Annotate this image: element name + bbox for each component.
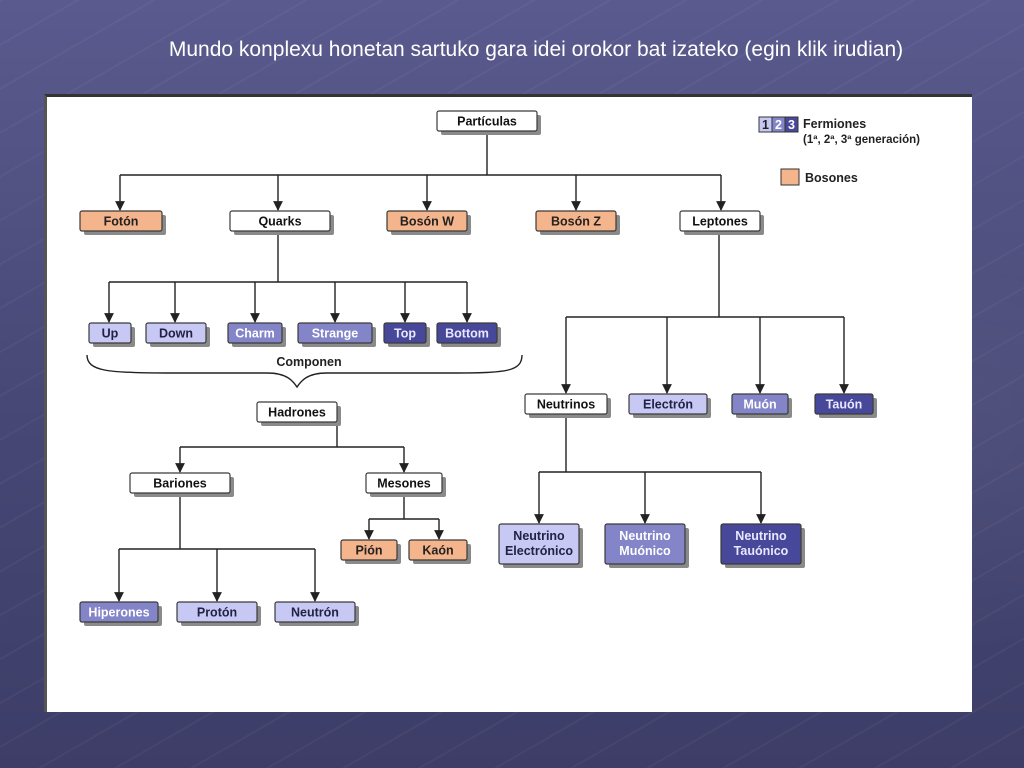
node-label: Charm: [235, 327, 275, 341]
node-label: Hadrones: [268, 406, 326, 420]
node-down: Down: [145, 322, 210, 347]
node-label: Mesones: [377, 477, 431, 491]
node-box: [365, 472, 443, 494]
node-label-line1: Neutrino: [619, 529, 671, 543]
node-label: Strange: [312, 327, 359, 341]
legend-gen3-number: 3: [788, 118, 795, 132]
node-leptones: Leptones: [679, 210, 764, 235]
node-bariones: Bariones: [129, 472, 234, 497]
node-label: Muón: [743, 398, 776, 412]
node-label-line1: Neutrino: [513, 529, 565, 543]
particle-classification-diagram: 1 2 3 Fermiones (1ª, 2ª, 3ª generación) …: [79, 110, 920, 626]
node-box: [383, 322, 427, 344]
node-foton: Fotón: [79, 210, 166, 235]
node-label: Electrón: [643, 398, 693, 412]
node-muon: Muón: [731, 393, 792, 418]
node-proton: Protón: [176, 601, 261, 626]
connectors: [86, 131, 849, 602]
diagram-image[interactable]: 1 2 3 Fermiones (1ª, 2ª, 3ª generación) …: [44, 94, 972, 712]
node-label: Protón: [197, 606, 237, 620]
node-pion: Pión: [340, 539, 401, 564]
node-particulas: Partículas: [436, 110, 541, 135]
node-boson-z: Bosón Z: [535, 210, 620, 235]
componen-label: Componen: [276, 355, 341, 369]
node-kaon: Kaón: [408, 539, 471, 564]
legend-fermions-label: Fermiones: [803, 117, 866, 131]
node-box: [604, 523, 686, 565]
node-label: Neutrón: [291, 606, 339, 620]
node-label: Kaón: [422, 544, 453, 558]
node-box: [436, 110, 538, 132]
node-strange: Strange: [297, 322, 376, 347]
legend-boson-swatch: [780, 168, 800, 186]
node-box: [297, 322, 373, 344]
slide-title: Mundo konplexu honetan sartuko gara idei…: [168, 38, 904, 61]
node-box: [176, 601, 258, 623]
node-box: [340, 539, 398, 561]
node-label-line1: Neutrino: [735, 529, 787, 543]
node-label: Top: [394, 327, 416, 341]
node-up: Up: [88, 322, 135, 347]
node-box: [229, 210, 331, 232]
node-bottom: Bottom: [436, 322, 501, 347]
node-box: [129, 472, 231, 494]
node-box: [524, 393, 608, 415]
node-label-line2: Tauónico: [734, 544, 789, 558]
node-label: Bariones: [153, 477, 207, 491]
node-box: [386, 210, 468, 232]
node-label: Leptones: [692, 215, 748, 229]
legend: 1 2 3 Fermiones (1ª, 2ª, 3ª generación) …: [758, 116, 920, 186]
node-box: [628, 393, 708, 415]
node-tauon: Tauón: [814, 393, 877, 418]
legend-gen1-number: 1: [762, 118, 769, 132]
node-label: Up: [102, 327, 119, 341]
node-label-line2: Muónico: [619, 544, 671, 558]
legend-gen3-swatch: [784, 116, 799, 133]
node-label: Neutrinos: [537, 398, 595, 412]
node-box: [436, 322, 498, 344]
node-label: Hiperones: [88, 606, 149, 620]
node-box: [814, 393, 874, 415]
node-label: Tauón: [826, 398, 863, 412]
node-label: Bottom: [445, 327, 489, 341]
legend-gen2-number: 2: [775, 118, 782, 132]
node-label: Bosón Z: [551, 215, 601, 229]
legend-bosons-label: Bosones: [805, 171, 858, 185]
node-label: Quarks: [258, 215, 301, 229]
node-mesones: Mesones: [365, 472, 446, 497]
node-box: [731, 393, 789, 415]
node-label: Bosón W: [400, 215, 454, 229]
node-boson-w: Bosón W: [386, 210, 471, 235]
node-label: Pión: [355, 544, 382, 558]
node-neutron: Neutrón: [274, 601, 359, 626]
node-charm: Charm: [227, 322, 286, 347]
node-box: [274, 601, 356, 623]
node-label: Down: [159, 327, 193, 341]
node-box: [720, 523, 802, 565]
node-neutrinos: Neutrinos: [524, 393, 611, 418]
node-quarks: Quarks: [229, 210, 334, 235]
node-box: [498, 523, 580, 565]
node-hiperones: Hiperones: [79, 601, 162, 626]
node-label-line2: Electrónico: [505, 544, 573, 558]
node-box: [535, 210, 617, 232]
node-electron: Electrón: [628, 393, 711, 418]
node-box: [227, 322, 283, 344]
node-box: [88, 322, 132, 344]
node-box: [145, 322, 207, 344]
node-label: Fotón: [104, 215, 139, 229]
node-box: [79, 210, 163, 232]
node-hadrones: Hadrones: [256, 401, 341, 426]
node-label: Partículas: [457, 115, 517, 129]
node-box: [679, 210, 761, 232]
node-box: [408, 539, 468, 561]
legend-fermions-generations: (1ª, 2ª, 3ª generación): [803, 134, 920, 146]
node-box: [256, 401, 338, 423]
node-top: Top: [383, 322, 430, 347]
node-box: [79, 601, 159, 623]
